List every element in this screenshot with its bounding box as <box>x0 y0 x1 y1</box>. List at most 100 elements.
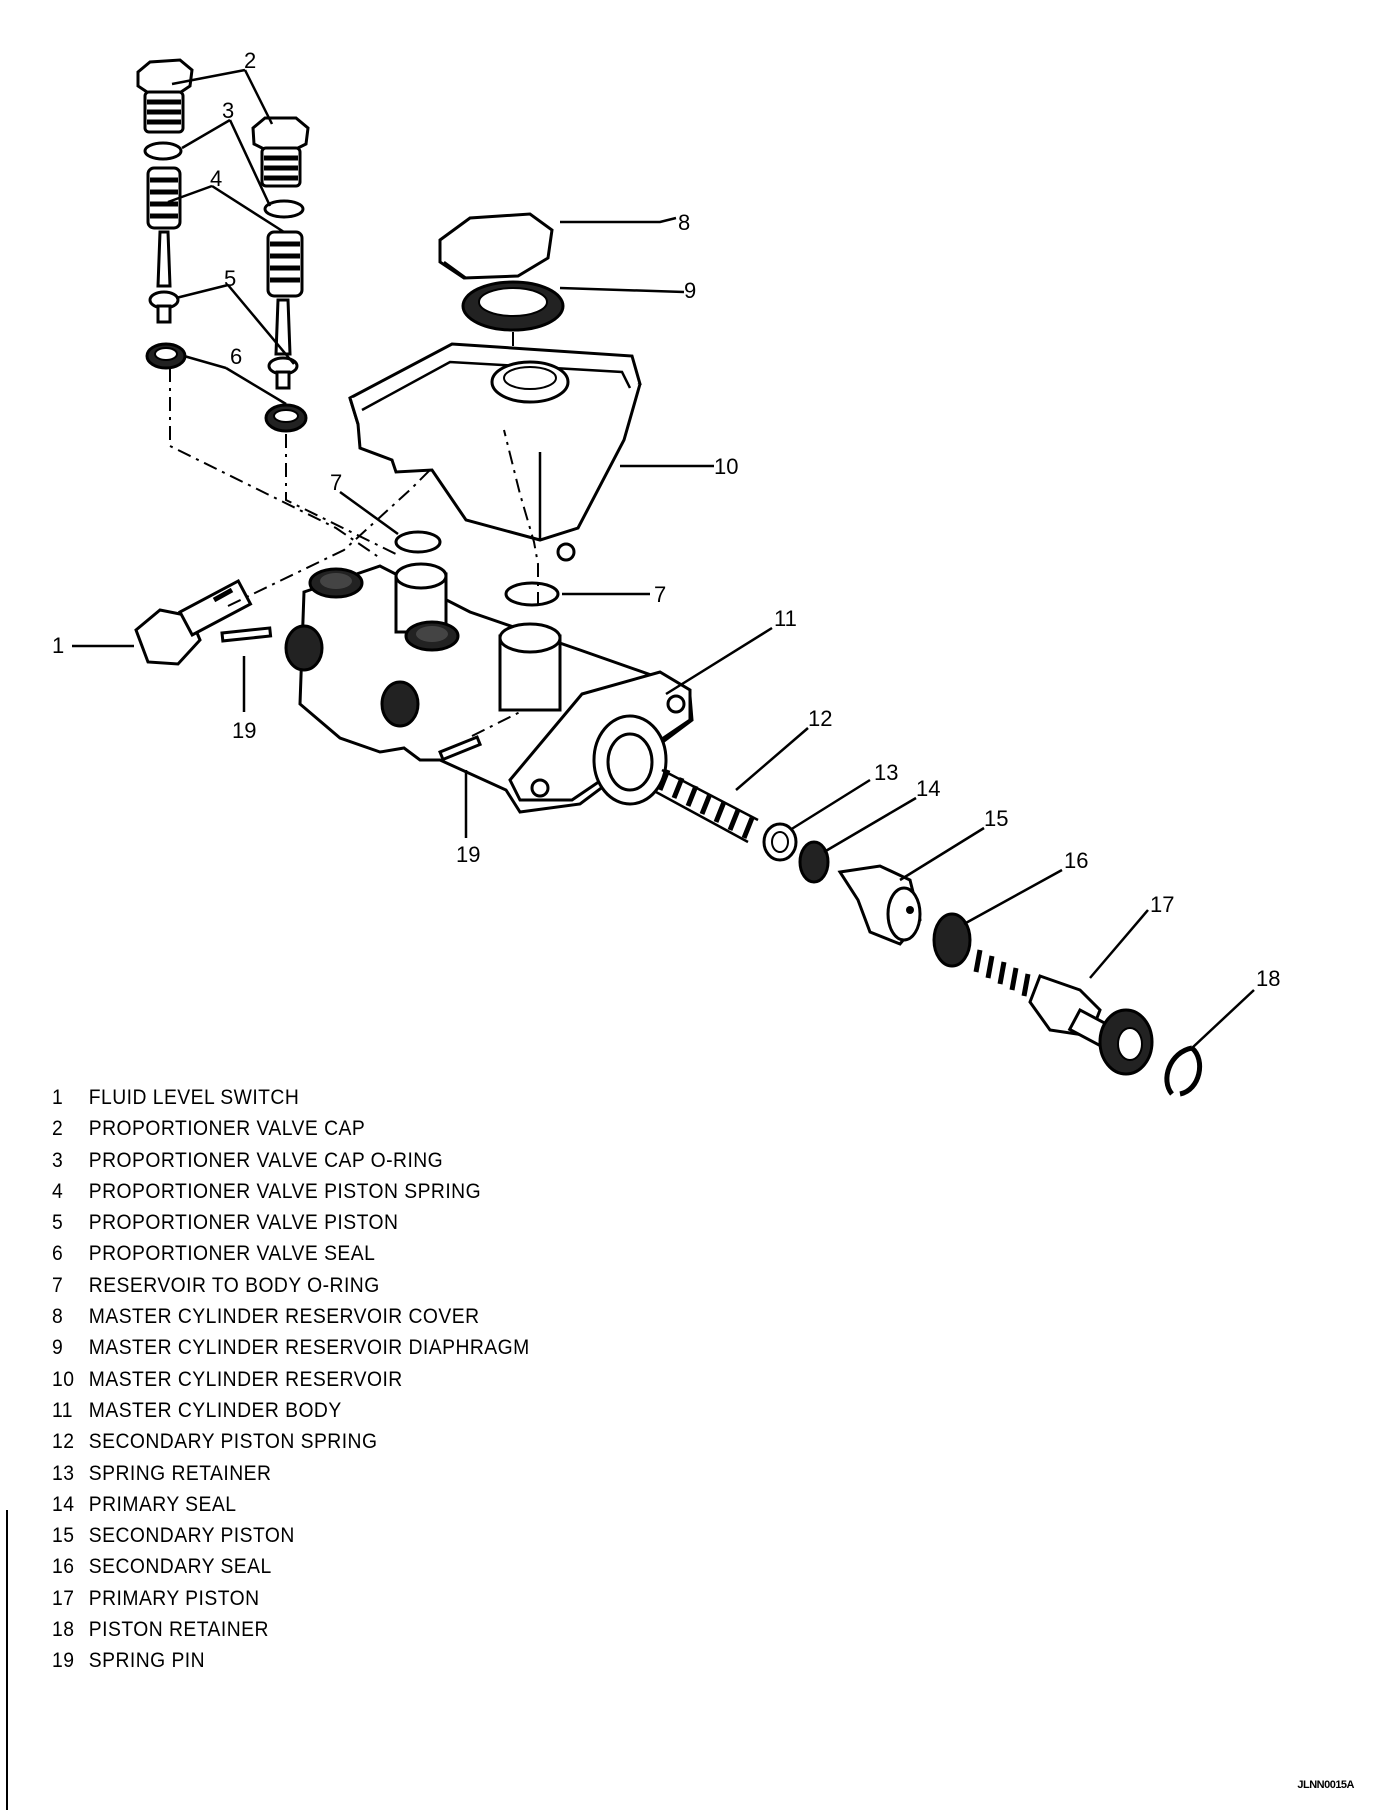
legend-item: 10 MASTER CYLINDER RESERVOIR <box>52 1364 530 1395</box>
callout-11: 11 <box>774 606 797 631</box>
legend-number: 11 <box>52 1398 73 1422</box>
legend-item: 15 SECONDARY PISTON <box>52 1520 530 1551</box>
secondary-seal <box>932 912 972 968</box>
callout-7a: 7 <box>330 470 342 495</box>
spring-pin-2 <box>438 735 483 762</box>
legend-label: SPRING PIN <box>88 1649 206 1673</box>
callout-18: 18 <box>1256 966 1280 991</box>
callout-8: 8 <box>678 210 690 235</box>
callout-1: 1 <box>52 633 64 658</box>
legend-number: 4 <box>52 1179 64 1203</box>
legend-number: 9 <box>52 1336 64 1360</box>
legend-number: 17 <box>52 1586 75 1610</box>
legend-label: RESERVOIR TO BODY O-RING <box>88 1273 380 1297</box>
callout-19b: 19 <box>456 842 480 867</box>
piston-retainer <box>1164 1045 1203 1097</box>
master-cylinder-body <box>284 562 694 814</box>
callout-5: 5 <box>224 266 236 291</box>
primary-piston <box>973 949 1154 1076</box>
legend-label: MASTER CYLINDER BODY <box>88 1398 342 1422</box>
legend-number: 18 <box>52 1618 75 1642</box>
master-cylinder-reservoir <box>348 342 642 562</box>
legend-label: MASTER CYLINDER RESERVOIR DIAPHRAGM <box>88 1336 530 1360</box>
reservoir-to-body-o-ring-1 <box>394 530 442 554</box>
legend-number: 19 <box>52 1649 75 1673</box>
legend-number: 14 <box>52 1492 75 1516</box>
callout-12: 12 <box>808 706 832 731</box>
leader-lines <box>72 68 1255 1049</box>
legend-label: PROPORTIONER VALVE SEAL <box>88 1242 376 1266</box>
legend-number: 1 <box>52 1086 64 1109</box>
legend-number: 2 <box>52 1117 64 1141</box>
legend-item: 8 MASTER CYLINDER RESERVOIR COVER <box>52 1301 530 1332</box>
legend-item: 5 PROPORTIONER VALVE PISTON <box>52 1207 530 1238</box>
legend-number: 12 <box>52 1430 75 1454</box>
legend-item: 11 MASTER CYLINDER BODY <box>52 1395 530 1426</box>
legend-label: MASTER CYLINDER RESERVOIR <box>88 1367 403 1391</box>
legend-number: 15 <box>52 1524 75 1548</box>
proportioner-valve-right-stack <box>251 116 310 433</box>
legend-label: PRIMARY PISTON <box>88 1586 260 1610</box>
legend-label: SECONDARY PISTON <box>88 1524 295 1548</box>
legend-item: 4 PROPORTIONER VALVE PISTON SPRING <box>52 1176 530 1207</box>
spring-pin-1 <box>220 626 273 643</box>
callout-17: 17 <box>1150 892 1174 917</box>
legend-item: 1 FLUID LEVEL SWITCH <box>52 1082 530 1113</box>
callout-3: 3 <box>222 98 234 123</box>
callout-13: 13 <box>874 760 898 785</box>
legend-label: PROPORTIONER VALVE PISTON <box>88 1211 399 1235</box>
legend-number: 6 <box>52 1242 64 1266</box>
legend-item: 17 PRIMARY PISTON <box>52 1583 530 1614</box>
legend-number: 7 <box>52 1273 64 1297</box>
callout-6: 6 <box>230 344 242 369</box>
legend-item: 16 SECONDARY SEAL <box>52 1551 530 1582</box>
legend-item: 2 PROPORTIONER VALVE CAP <box>52 1113 530 1144</box>
legend-number: 3 <box>52 1148 64 1172</box>
secondary-piston <box>837 864 922 946</box>
reservoir-diaphragm <box>461 280 565 332</box>
reservoir-to-body-o-ring-2 <box>504 581 560 607</box>
callout-15: 15 <box>984 806 1008 831</box>
legend-number: 13 <box>52 1461 75 1485</box>
fluid-level-switch <box>134 578 253 666</box>
legend-item: 6 PROPORTIONER VALVE SEAL <box>52 1238 530 1269</box>
secondary-piston-spring <box>655 768 759 844</box>
legend-item: 18 PISTON RETAINER <box>52 1614 530 1645</box>
legend-number: 10 <box>52 1367 75 1391</box>
legend-item: 14 PRIMARY SEAL <box>52 1489 530 1520</box>
legend-item: 12 SECONDARY PISTON SPRING <box>52 1426 530 1457</box>
callout-9: 9 <box>684 278 696 303</box>
callout-4: 4 <box>210 166 222 191</box>
callout-7b: 7 <box>654 582 666 607</box>
spring-retainer <box>762 822 798 862</box>
legend-label: PROPORTIONER VALVE PISTON SPRING <box>88 1179 482 1203</box>
legend-label: FLUID LEVEL SWITCH <box>88 1086 300 1109</box>
callout-10: 10 <box>714 454 738 479</box>
legend-label: PROPORTIONER VALVE CAP O-RING <box>88 1148 444 1172</box>
legend-label: SECONDARY SEAL <box>88 1555 272 1579</box>
legend-label: PROPORTIONER VALVE CAP <box>88 1117 366 1141</box>
legend-item: 13 SPRING RETAINER <box>52 1458 530 1489</box>
callout-19a: 19 <box>232 718 256 743</box>
legend-number: 16 <box>52 1555 75 1579</box>
proportioner-valve-left-stack <box>136 58 194 370</box>
legend-label: SPRING RETAINER <box>88 1461 272 1485</box>
callout-2: 2 <box>244 48 256 73</box>
legend-item: 7 RESERVOIR TO BODY O-RING <box>52 1270 530 1301</box>
legend-label: PRIMARY SEAL <box>88 1492 237 1516</box>
callout-14: 14 <box>916 776 940 801</box>
legend-item: 3 PROPORTIONER VALVE CAP O-RING <box>52 1145 530 1176</box>
left-margin-rule <box>6 1510 8 1810</box>
callout-16: 16 <box>1064 848 1088 873</box>
legend-item: 9 MASTER CYLINDER RESERVOIR DIAPHRAGM <box>52 1332 530 1363</box>
legend-label: SECONDARY PISTON SPRING <box>88 1430 378 1454</box>
legend-number: 5 <box>52 1211 64 1235</box>
legend-number: 8 <box>52 1305 64 1329</box>
figure-code: JLNN0015A <box>1297 1779 1354 1791</box>
legend-label: MASTER CYLINDER RESERVOIR COVER <box>88 1305 480 1329</box>
callout-numbers: 1 2 3 4 5 6 7 7 8 9 10 11 12 13 14 15 16… <box>52 48 1280 991</box>
legend-label: PISTON RETAINER <box>88 1618 269 1642</box>
reservoir-cover <box>438 212 554 280</box>
